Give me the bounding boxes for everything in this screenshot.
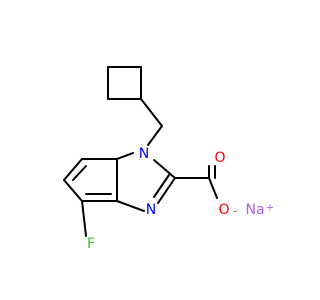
atom-label-n3: N (146, 202, 156, 218)
bond-c2-n3-double (153, 174, 170, 198)
bond-ring-to-ch2 (140, 98, 163, 127)
atom-label-n1: N (139, 146, 149, 162)
bond-carboxyl-carbon-o-single (208, 177, 218, 199)
bond-c4-f (81, 200, 87, 237)
atom-label-f: F (87, 236, 95, 252)
bond-c7-c6-double (72, 165, 87, 181)
atom-label-o-carbonyl: O (214, 150, 225, 166)
bond-c2-n3 (157, 177, 176, 204)
bond-n1-c2 (153, 159, 176, 179)
atom-label-o-anion: O (218, 202, 229, 218)
molecule-canvas: N N O O - F Na + (63, 66, 275, 252)
structure-diagram: N N O O - F Na + (63, 66, 274, 252)
atom-label-na: Na (245, 202, 264, 218)
bond-c6-c5 (63, 179, 83, 202)
bond-n1-c7a (116, 152, 134, 160)
charge-label-o-anion: - (233, 207, 237, 218)
charge-label-na: + (266, 203, 274, 214)
bond-ch2-to-n1 (147, 125, 163, 146)
bond-n3-c3a (116, 200, 145, 212)
bond-c7-c6 (63, 158, 83, 181)
